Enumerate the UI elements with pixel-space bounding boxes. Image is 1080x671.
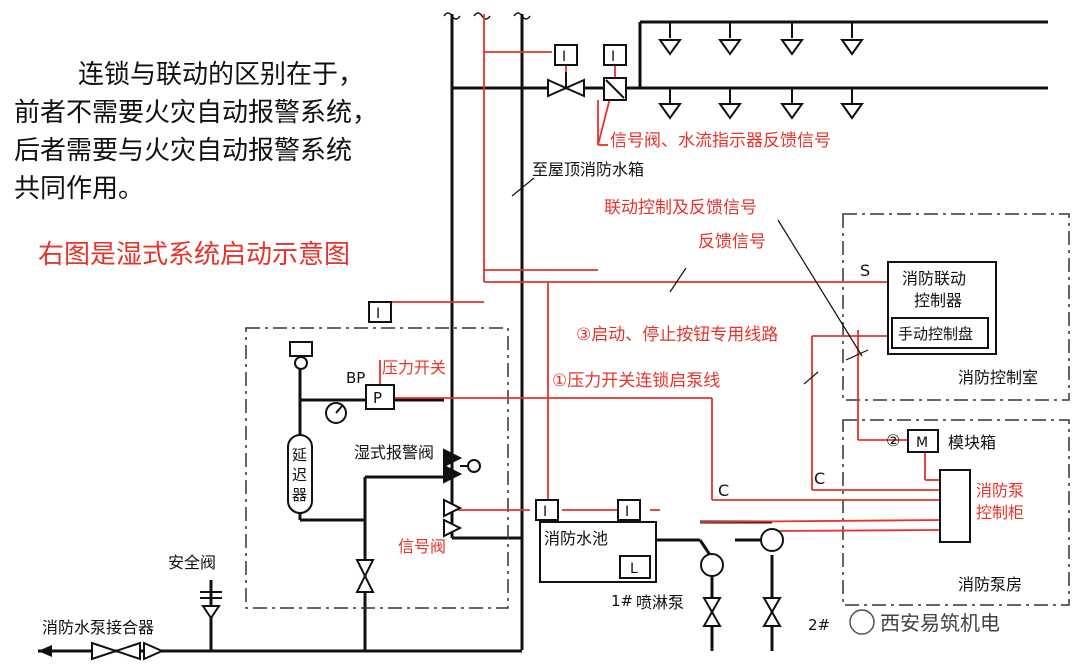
svg-text:控制器: 控制器 <box>914 291 962 310</box>
pipe-break-marks <box>443 12 531 20</box>
signal-valve-label: 信号阀 <box>398 537 446 556</box>
svg-text:延: 延 <box>292 446 307 464</box>
p-box-label: P <box>373 389 382 407</box>
intro-text: 连锁与联动的区别在于， 前者不需要火灾自动报警系统， 后者需要与火灾自动报警系统… <box>14 56 434 208</box>
pump-adapter-label: 消防水泵接合器 <box>42 618 154 637</box>
c-label: C <box>718 481 729 500</box>
i-box: I <box>617 499 641 521</box>
roof-tank-label: 至屋顶消防水箱 <box>532 160 644 179</box>
delay-device: 延 迟 器 <box>287 434 313 514</box>
svg-text:消防泵: 消防泵 <box>976 481 1024 500</box>
watermark: 西安易筑机电 <box>849 609 1000 635</box>
svg-text:控制柜: 控制柜 <box>976 503 1024 522</box>
sprinkler-heads <box>658 22 864 120</box>
i-box: I <box>535 499 559 521</box>
feedback-signal-label: 反馈信号 <box>698 232 766 252</box>
m-box-label: M <box>916 435 928 451</box>
svg-text:I: I <box>562 49 566 65</box>
sprinkler-head <box>840 22 864 56</box>
pump2-number: 2# <box>808 616 830 634</box>
pressure-switch-label: 压力开关 <box>382 358 446 377</box>
pump-2-icon <box>760 528 784 627</box>
control-room-label: 消防控制室 <box>958 368 1038 387</box>
leader-lines <box>511 177 869 385</box>
svg-text:消防联动: 消防联动 <box>902 269 966 288</box>
svg-text:手动控制盘: 手动控制盘 <box>898 325 973 343</box>
safety-valve-label: 安全阀 <box>168 553 216 572</box>
diagram-subtitle: 右图是湿式系统启动示意图 <box>38 240 351 270</box>
module-box-label: 模块箱 <box>948 433 996 452</box>
pump-control-cabinet: 消防泵 控制柜 <box>939 469 1024 543</box>
sprinkler-head <box>718 22 742 56</box>
water-flow-indicator <box>603 77 627 101</box>
signal-lines <box>379 14 941 570</box>
wet-alarm-valve-icon <box>443 448 481 484</box>
gate-valve-icon <box>355 559 375 593</box>
sprinkler-head <box>780 22 804 56</box>
fire-pool: 消防水池 L <box>539 521 657 583</box>
svg-text:西安易筑机电: 西安易筑机电 <box>880 611 1000 635</box>
sprinkler-head <box>840 88 864 120</box>
intro-line-3: 后者需要与火灾自动报警系统 <box>14 136 353 166</box>
intro-line-2: 前者不需要火灾自动报警系统， <box>14 98 379 128</box>
pressure-switch: P <box>365 384 395 410</box>
pressure-gauge-icon <box>325 402 347 424</box>
sprinkler-head <box>718 88 742 120</box>
manual-panel-box: 手动控制盘 <box>891 317 989 349</box>
signal-valve-lower-icon <box>443 498 463 538</box>
room-outlines <box>245 213 1070 609</box>
linkage-control-feedback-label: 联动控制及反馈信号 <box>604 198 757 218</box>
signal-valve-feedback-label: 信号阀、水流指示器反馈信号 <box>610 131 831 151</box>
i-box: I <box>603 44 627 66</box>
svg-text:器: 器 <box>292 486 307 504</box>
control-room-outline <box>842 213 1070 401</box>
svg-text:迟: 迟 <box>292 466 307 484</box>
pump-room-label: 消防泵房 <box>958 575 1022 594</box>
pump-1-icon <box>700 553 724 627</box>
pressure-switch-line-label: ①压力开关连锁启泵线 <box>552 371 720 391</box>
alarm-gong-icon <box>289 341 313 370</box>
wet-alarm-valve-label: 湿式报警阀 <box>354 443 434 462</box>
pump-adapter-valve-icon <box>91 641 165 661</box>
safety-valve-icon <box>200 591 222 620</box>
module-number: ② <box>886 431 900 450</box>
pump-room-outline <box>842 419 1070 606</box>
svg-text:I: I <box>625 504 629 520</box>
intro-line-4: 共同作用。 <box>14 174 145 204</box>
intro-line-1: 连锁与联动的区别在于， <box>78 60 365 90</box>
bp-label: BP <box>346 369 365 387</box>
sprinkler-pump-label: 喷淋泵 <box>636 593 684 612</box>
i-box: I <box>554 44 578 66</box>
svg-text:I: I <box>611 49 615 65</box>
sprinkler-head <box>780 88 804 120</box>
inlet-arrow-icon <box>38 645 52 657</box>
signal-valve-top <box>547 72 585 98</box>
module-box: M <box>907 429 939 453</box>
dedicated-line-label: ③启动、停止按钮专用线路 <box>576 325 778 345</box>
sprinkler-head <box>658 22 682 56</box>
l-box-label: L <box>630 561 638 577</box>
pump1-number: 1# <box>611 592 633 610</box>
s-label: S <box>860 261 870 280</box>
svg-text:消防水池: 消防水池 <box>544 529 608 548</box>
svg-text:I: I <box>376 306 380 322</box>
c-label: C <box>814 469 825 488</box>
sprinkler-head <box>658 88 682 120</box>
i-box: I <box>368 301 392 323</box>
svg-text:I: I <box>543 504 547 520</box>
